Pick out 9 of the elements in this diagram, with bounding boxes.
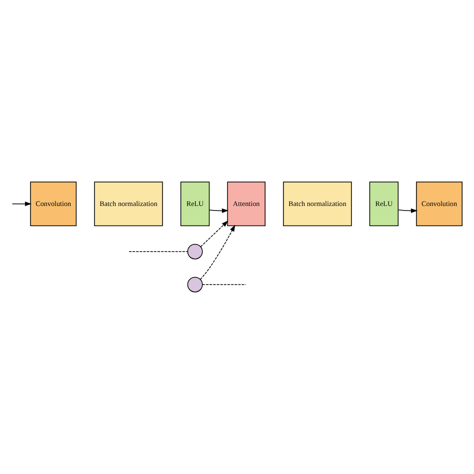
arrow bbox=[208, 208, 229, 214]
arrow bbox=[398, 208, 418, 214]
arrow bbox=[12, 202, 32, 206]
connector bbox=[202, 284, 246, 285]
node-circle bbox=[187, 276, 203, 292]
connector bbox=[128, 251, 188, 252]
node-circle bbox=[187, 244, 203, 260]
arrow bbox=[200, 224, 236, 280]
arrow bbox=[200, 220, 228, 248]
